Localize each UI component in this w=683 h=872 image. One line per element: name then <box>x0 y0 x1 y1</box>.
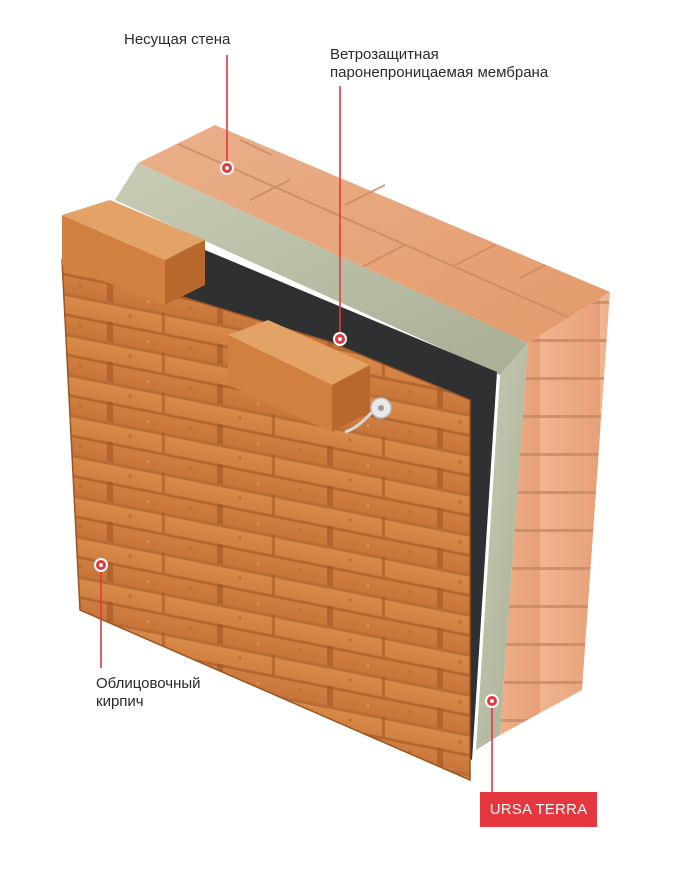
label-facing-line2: кирпич <box>96 693 144 710</box>
load-bearing-wall <box>138 125 610 735</box>
protruding-brick-top-left <box>62 200 205 305</box>
marker-dot-icon <box>94 558 108 572</box>
insulation-layer <box>115 163 528 750</box>
marker-dot-icon <box>333 332 347 346</box>
label-membrane-line1: Ветрозащитная <box>330 46 439 63</box>
load-bearing-wall-joints <box>177 139 571 319</box>
label-membrane-line2: паронепроницаемая мембрана <box>330 64 549 81</box>
label-facing-line1: Облицовочный <box>96 675 201 692</box>
label-load-bearing-wall: Несущая стена <box>124 31 230 49</box>
label-facing-brick: Облицовочный кирпич <box>96 675 201 711</box>
anchor-dowel-icon <box>344 397 392 434</box>
label-load-bearing-wall-text: Несущая стена <box>124 31 231 48</box>
marker-dots <box>94 161 499 708</box>
load-bearing-wall-side <box>500 292 610 735</box>
product-badge: URSA TERRA <box>480 792 597 827</box>
insulation-top <box>115 163 528 375</box>
protruding-brick-middle <box>228 320 370 432</box>
marker-dot-icon <box>485 694 499 708</box>
insulation-side <box>476 343 528 750</box>
marker-dot-icon <box>220 161 234 175</box>
leader-lines <box>100 55 493 792</box>
label-membrane: Ветрозащитная паронепроницаемая мембрана <box>330 46 548 82</box>
